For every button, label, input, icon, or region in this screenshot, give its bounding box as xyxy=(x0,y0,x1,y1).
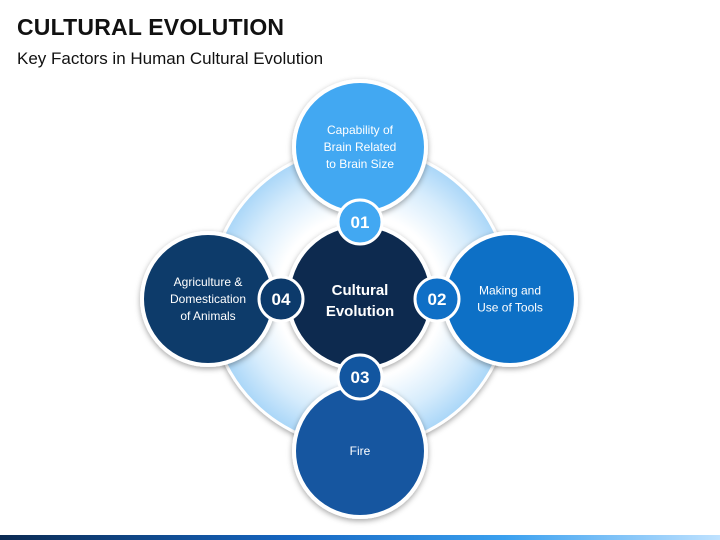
factor-circle-02 xyxy=(442,231,578,367)
factor-badge-01 xyxy=(336,198,384,246)
factor-label-01-line-3: to Brain Size xyxy=(326,157,394,171)
factor-number-02: 02 xyxy=(428,290,447,309)
page-subtitle: Key Factors in Human Cultural Evolution xyxy=(17,49,324,68)
factor-badge-03 xyxy=(336,353,384,401)
factor-label-01-line-1: Capability of xyxy=(327,123,394,137)
factor-label-03-line-1: Fire xyxy=(350,444,371,458)
center-label-line-2: Evolution xyxy=(326,303,394,320)
bottom-accent-bar xyxy=(0,535,720,540)
factor-label-04-line-1: Agriculture & xyxy=(174,275,243,289)
factor-number-03: 03 xyxy=(351,368,370,387)
factor-label-02-line-2: Use of Tools xyxy=(477,301,543,315)
factor-label-01-line-2: Brain Related xyxy=(324,140,397,154)
center-label-line-1: Cultural xyxy=(332,282,389,299)
factor-label-02-line-1: Making and xyxy=(479,284,541,298)
page-title: CULTURAL EVOLUTION xyxy=(17,14,285,40)
factor-number-04: 04 xyxy=(272,290,291,309)
factor-label-04-line-2: Domestication xyxy=(170,292,246,306)
factor-number-01: 01 xyxy=(351,213,370,232)
factor-label-04-line-3: of Animals xyxy=(180,309,235,323)
factor-badge-04 xyxy=(257,275,305,323)
factor-badge-02 xyxy=(413,275,461,323)
